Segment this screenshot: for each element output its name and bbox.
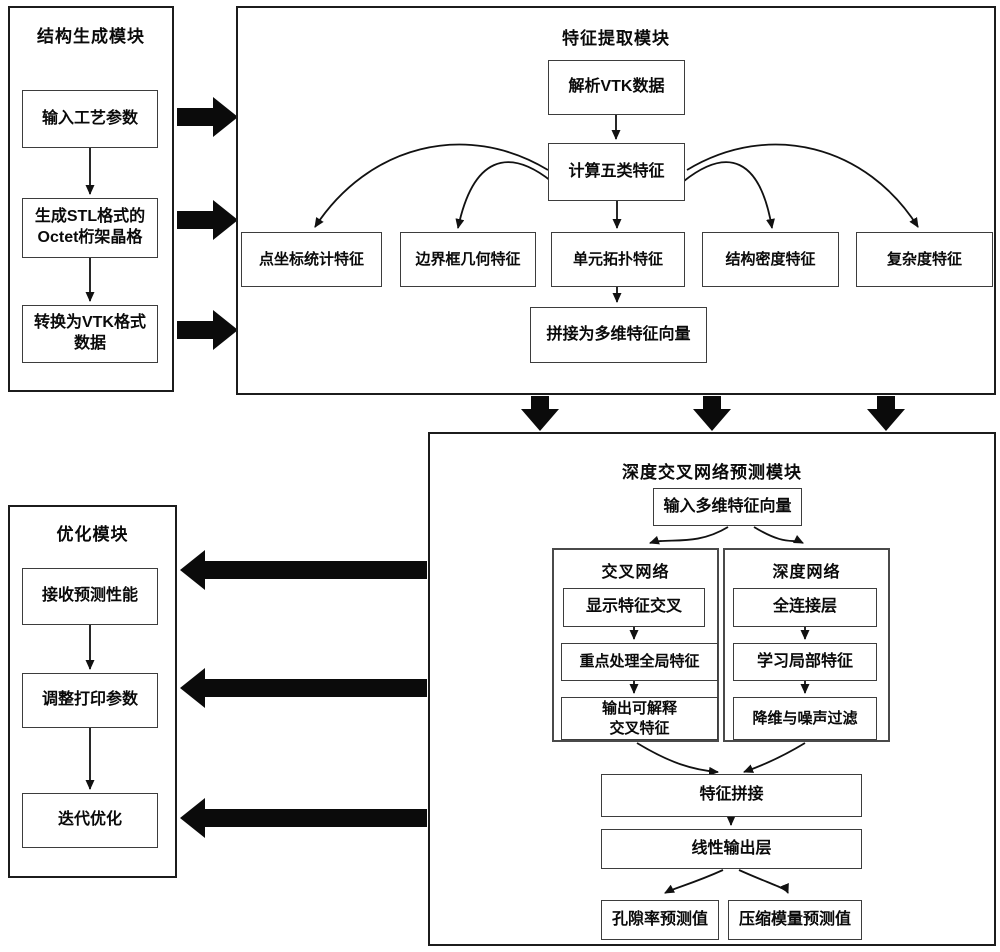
step-learn-local-features: 学习局部特征 [733,643,877,681]
cross-network-title: 交叉网络 [601,564,670,581]
step-linear-output-layer: 线性输出层 [601,829,862,869]
step-adjust-print-params: 调整打印参数 [22,673,158,728]
feature-extraction-title: 特征提取模块 [562,29,670,48]
structure-generation-module [8,6,174,392]
step-output-interpretable-cross-features: 输出可解释 交叉特征 [561,697,718,740]
deep-network-title: 深度网络 [772,564,841,581]
structure-generation-title: 结构生成模块 [37,27,145,46]
step-process-global-features: 重点处理全局特征 [561,643,718,681]
prediction-module-title: 深度交叉网络预测模块 [622,463,802,482]
step-convert-to-vtk: 转换为VTK格式 数据 [22,305,158,363]
prediction-module [428,432,996,946]
step-receive-predicted-performance: 接收预测性能 [22,568,158,625]
feature-structure-density: 结构密度特征 [702,232,839,287]
step-compute-five-features: 计算五类特征 [548,143,685,201]
feature-complexity: 复杂度特征 [856,232,993,287]
step-input-feature-vector: 输入多维特征向量 [653,488,802,526]
optimization-title: 优化模块 [56,525,129,544]
output-compression-modulus-prediction: 压缩模量预测值 [728,900,862,940]
step-explicit-feature-cross: 显示特征交叉 [563,588,705,627]
step-dim-reduction-noise-filter: 降维与噪声过滤 [733,697,877,740]
deep-network-panel [723,548,890,742]
output-porosity-prediction: 孔隙率预测值 [601,900,719,940]
feature-bounding-box-geometry: 边界框几何特征 [400,232,536,287]
feature-point-coordinate-stats: 点坐标统计特征 [241,232,382,287]
step-parse-vtk-data: 解析VTK数据 [548,60,685,115]
step-input-process-params: 输入工艺参数 [22,90,158,148]
step-fully-connected-layer: 全连接层 [733,588,877,627]
step-feature-concat: 特征拼接 [601,774,862,817]
optimization-module [8,505,177,878]
cross-network-panel [552,548,719,742]
step-concat-feature-vector: 拼接为多维特征向量 [530,307,707,363]
step-iterative-optimization: 迭代优化 [22,793,158,848]
feature-cell-topology: 单元拓扑特征 [551,232,685,287]
step-generate-stl-octet-lattice: 生成STL格式的 Octet桁架晶格 [22,198,158,258]
